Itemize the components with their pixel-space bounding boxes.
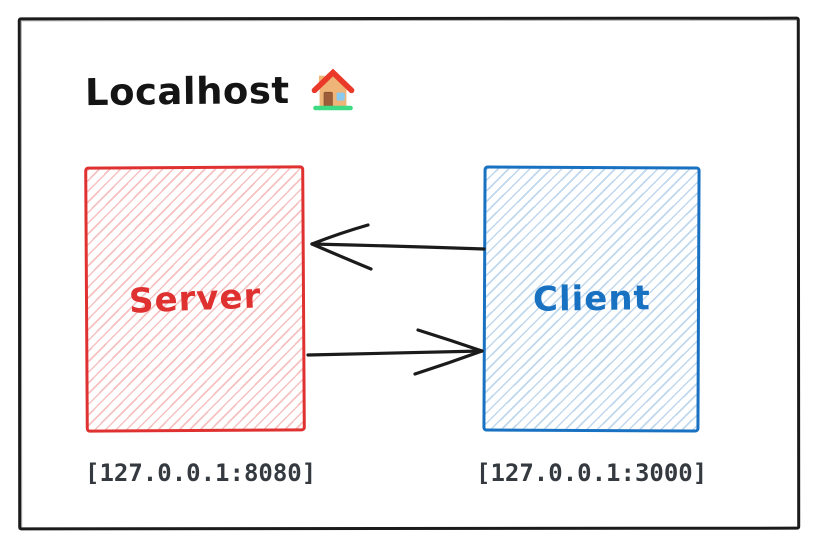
client-node: Client (482, 165, 701, 433)
server-address: [127.0.0.1:8080] (85, 459, 317, 487)
house-icon (311, 68, 354, 111)
diagram-title: Localhost (84, 68, 290, 114)
server-node: Server (84, 165, 306, 433)
client-address: [127.0.0.1:3000] (476, 459, 708, 487)
server-node-label: Server (128, 276, 262, 322)
diagram-title-row: Localhost (85, 68, 356, 114)
client-node-label: Client (532, 278, 651, 320)
